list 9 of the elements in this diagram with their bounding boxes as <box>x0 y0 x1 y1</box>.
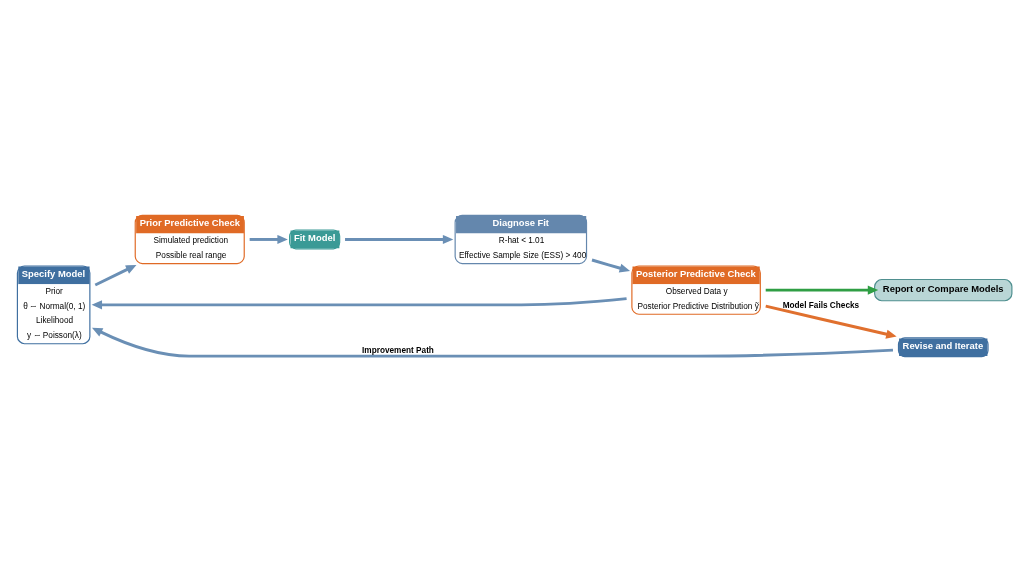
arrow <box>91 296 627 309</box>
node-box: Report or Compare Models <box>874 278 1013 301</box>
arrow <box>765 304 897 339</box>
arrow <box>345 234 454 244</box>
arrow <box>591 258 631 273</box>
arrow <box>91 327 894 358</box>
arrow <box>94 264 137 286</box>
arrow <box>249 234 288 244</box>
arrow <box>765 285 879 295</box>
